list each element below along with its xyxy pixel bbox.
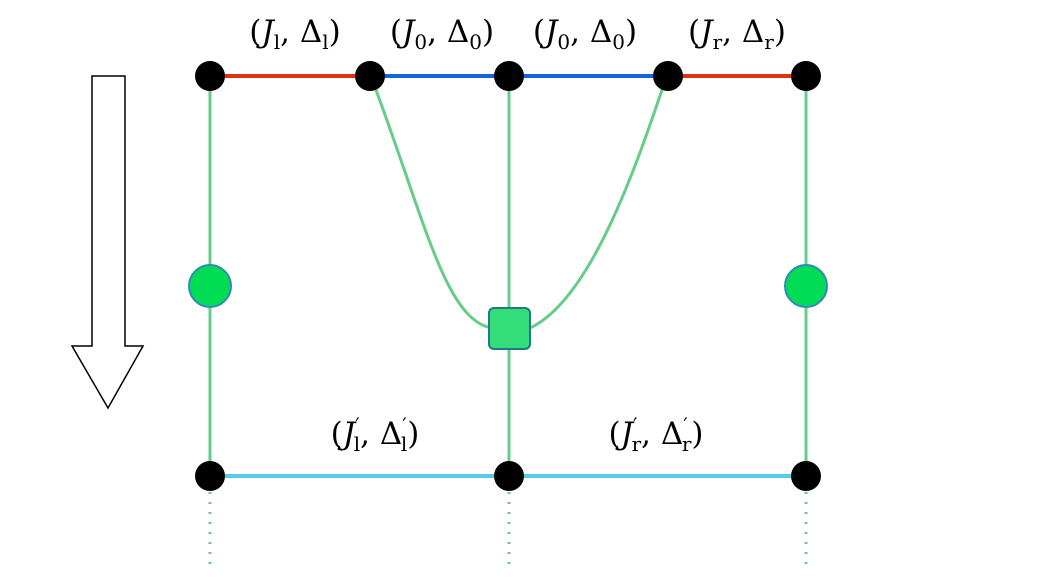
node-bottom-1 xyxy=(195,461,225,491)
parabola-curve xyxy=(371,81,666,330)
green-circle-right xyxy=(784,264,828,308)
label-top-l: (Jl, Δl) xyxy=(249,14,341,54)
node-bottom-2 xyxy=(494,461,524,491)
green-circle-left xyxy=(188,264,232,308)
node-bottom-3 xyxy=(791,461,821,491)
node-top-4 xyxy=(653,61,683,91)
down-arrow-icon xyxy=(70,75,145,410)
label-top-r: (Jr, Δr) xyxy=(688,14,786,54)
node-top-2 xyxy=(355,61,385,91)
label-top-0a: (J0, Δ0) xyxy=(390,14,494,54)
label-bottom-l: (J′l, Δ′l) xyxy=(331,413,420,456)
label-bottom-r: (J′r, Δ′r) xyxy=(609,413,704,456)
node-top-1 xyxy=(195,61,225,91)
node-top-3 xyxy=(494,61,524,91)
green-square xyxy=(488,307,531,350)
node-top-5 xyxy=(791,61,821,91)
label-top-0b: (J0, Δ0) xyxy=(533,14,637,54)
